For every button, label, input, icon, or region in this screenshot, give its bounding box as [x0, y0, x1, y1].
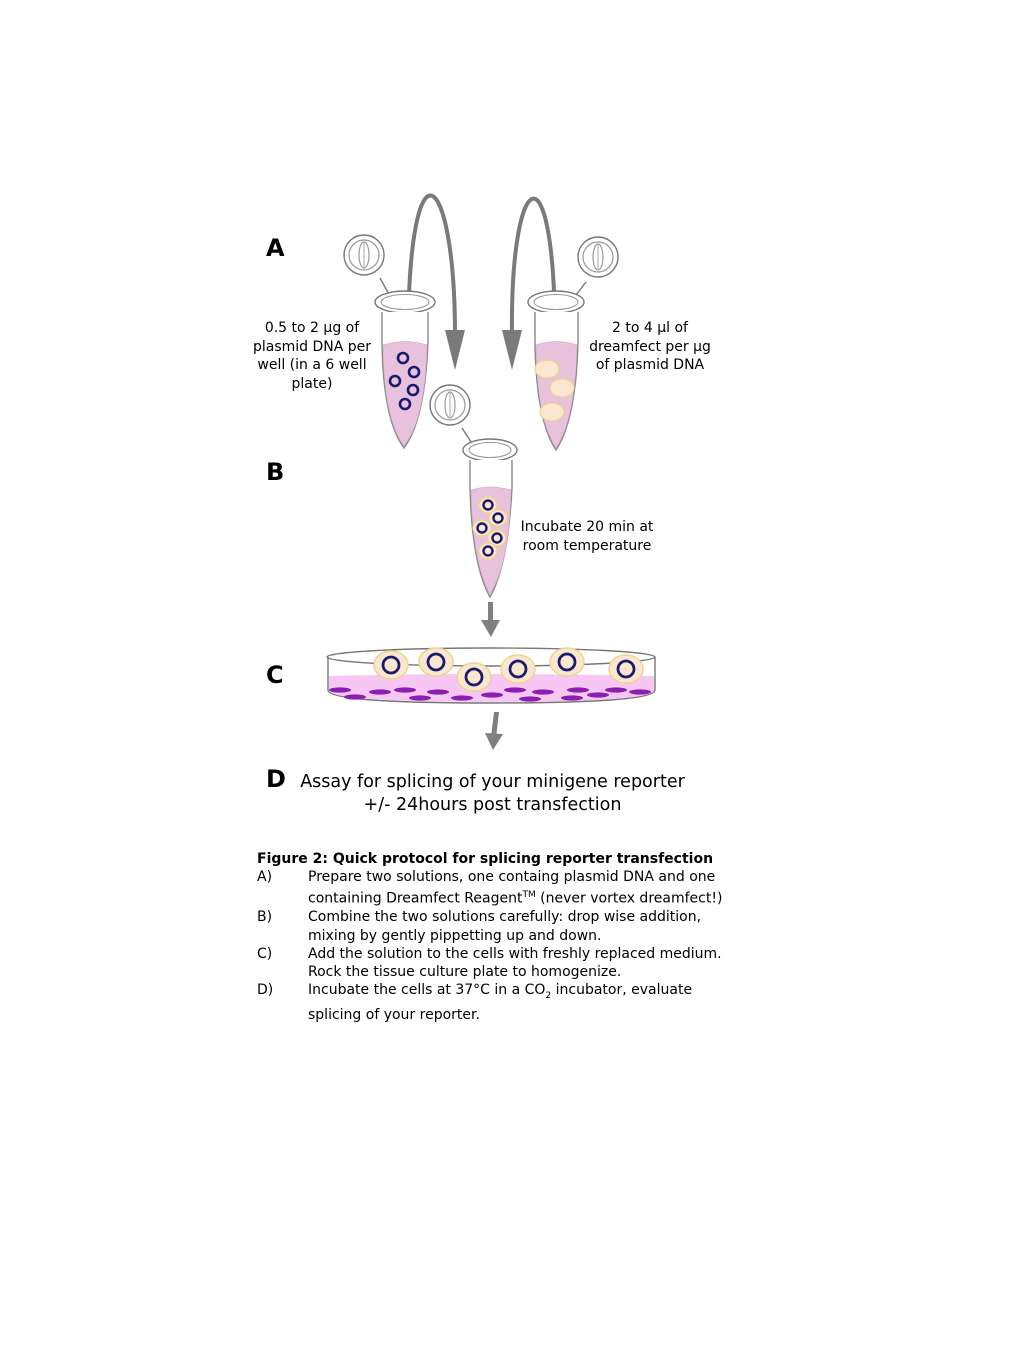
- trademark-superscript: TM: [522, 890, 536, 901]
- caption-item-a: A) Prepare two solutions, one containg p…: [257, 868, 727, 908]
- tube-dreamfect: [527, 236, 619, 452]
- caption-item-letter: C): [257, 945, 273, 962]
- tube-combined: [429, 384, 518, 599]
- caption-title: Figure 2: Quick protocol for splicing re…: [257, 851, 714, 867]
- arrow-to-dish: [481, 602, 500, 637]
- plasmid-icon: [388, 351, 421, 411]
- step-a-label: A: [266, 234, 285, 262]
- step-b-label: B: [266, 458, 285, 486]
- arrow-to-assay: [485, 712, 503, 750]
- step-d-label: D: [266, 765, 286, 793]
- caption-item-letter: B): [257, 909, 273, 926]
- complex-icon: [472, 496, 508, 560]
- plasmid-dna-note: 0.5 to 2 µg of plasmid DNA per well (in …: [252, 320, 372, 392]
- caption-item-text: Incubate the cells at 37°C in a CO: [308, 982, 546, 999]
- caption-item-b: B) Combine the two solutions carefully: …: [257, 908, 727, 945]
- caption-item-text-end: incubator, evaluate splicing of your rep…: [308, 982, 693, 1023]
- dreamfect-note: 2 to 4 µl of dreamfect per µg of plasmid…: [589, 320, 711, 373]
- transfer-arrow-right: [502, 196, 557, 370]
- transfer-arrow-left: [406, 193, 465, 370]
- cell-layer: [329, 687, 651, 702]
- culture-dish: [326, 647, 656, 704]
- incubation-note: Incubate 20 min at room temperature: [520, 519, 654, 554]
- co2-subscript: 2: [545, 991, 552, 1002]
- tube-plasmid-dna: [343, 234, 436, 450]
- caption-item-text-end: (never vortex dreamfect!): [535, 890, 723, 907]
- assay-line-2: +/- 24hours post transfection: [363, 795, 622, 815]
- caption-item-text: Combine the two solutions carefully: dro…: [308, 909, 702, 944]
- caption-item-text: Prepare two solutions, one containg plas…: [308, 869, 716, 907]
- caption-item-letter: D): [257, 982, 274, 999]
- caption-item-c: C) Add the solution to the cells with fr…: [257, 945, 727, 982]
- assay-text: Assay for splicing of your minigene repo…: [300, 771, 685, 817]
- caption-item-text: Add the solution to the cells with fresh…: [308, 945, 722, 981]
- reagent-vesicle-icon: [534, 359, 575, 422]
- caption-item-d: D) Incubate the cells at 37°C in a CO2 i…: [257, 981, 727, 1023]
- assay-line-1: Assay for splicing of your minigene repo…: [300, 772, 685, 792]
- complex-icon: [373, 647, 644, 692]
- figure-caption: Figure 2: Quick protocol for splicing re…: [257, 851, 727, 1024]
- step-c-label: C: [266, 661, 284, 689]
- caption-item-letter: A): [257, 869, 273, 885]
